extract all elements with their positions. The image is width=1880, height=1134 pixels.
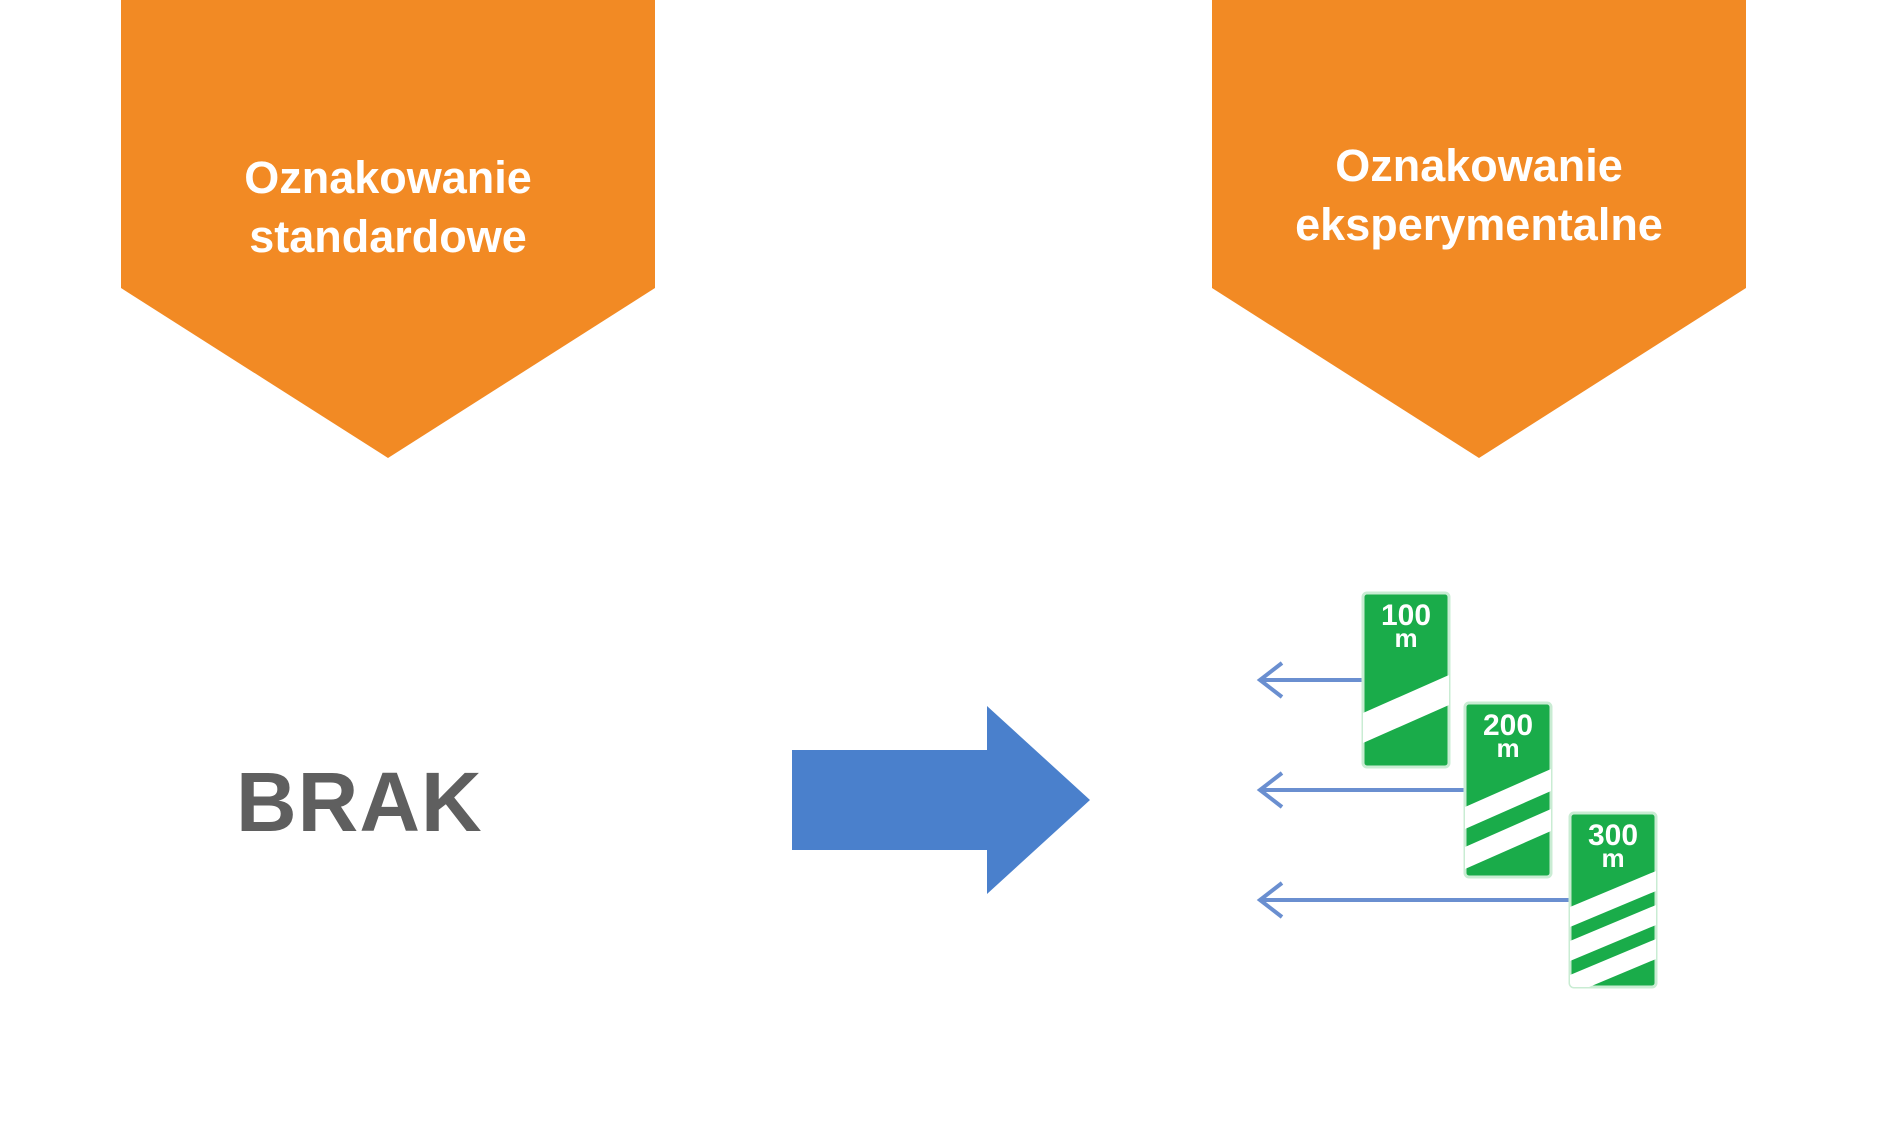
standard-marking-label: Oznakowanie standardowe: [244, 152, 532, 262]
left-arrow-icon: [1256, 661, 1363, 699]
distance-signs-svg: 100 m 200 m 300 m: [1256, 591, 1658, 989]
banner-shape: [1212, 0, 1746, 458]
left-arrow-icon: [1256, 881, 1570, 919]
experimental-marking-label: Oznakowanie eksperymentalne: [1295, 140, 1663, 250]
right-arrow-icon: [792, 706, 1090, 894]
distance-sign-100m: 100 m: [1361, 591, 1451, 769]
sign-unit-label: m: [1496, 733, 1519, 763]
sign-distance-label: 200: [1483, 709, 1533, 742]
sign-unit-label: m: [1394, 623, 1417, 653]
sign-unit-label: m: [1601, 843, 1624, 873]
distance-sign-200m: 200 m: [1463, 701, 1553, 879]
missing-marking-label: BRAK: [236, 755, 483, 849]
left-arrow-icon: [1256, 771, 1465, 809]
sign-distance-label: 100: [1381, 599, 1431, 632]
distance-sign-300m: 300 m: [1568, 811, 1658, 989]
experimental-marking-banner: Oznakowanie eksperymentalne: [1212, 0, 1746, 458]
banner-shape: [121, 0, 655, 458]
sign-distance-label: 300: [1588, 819, 1638, 852]
distance-signs-group: 100 m 200 m 300 m: [1250, 585, 1680, 1005]
standard-marking-banner: Oznakowanie standardowe: [121, 0, 655, 458]
